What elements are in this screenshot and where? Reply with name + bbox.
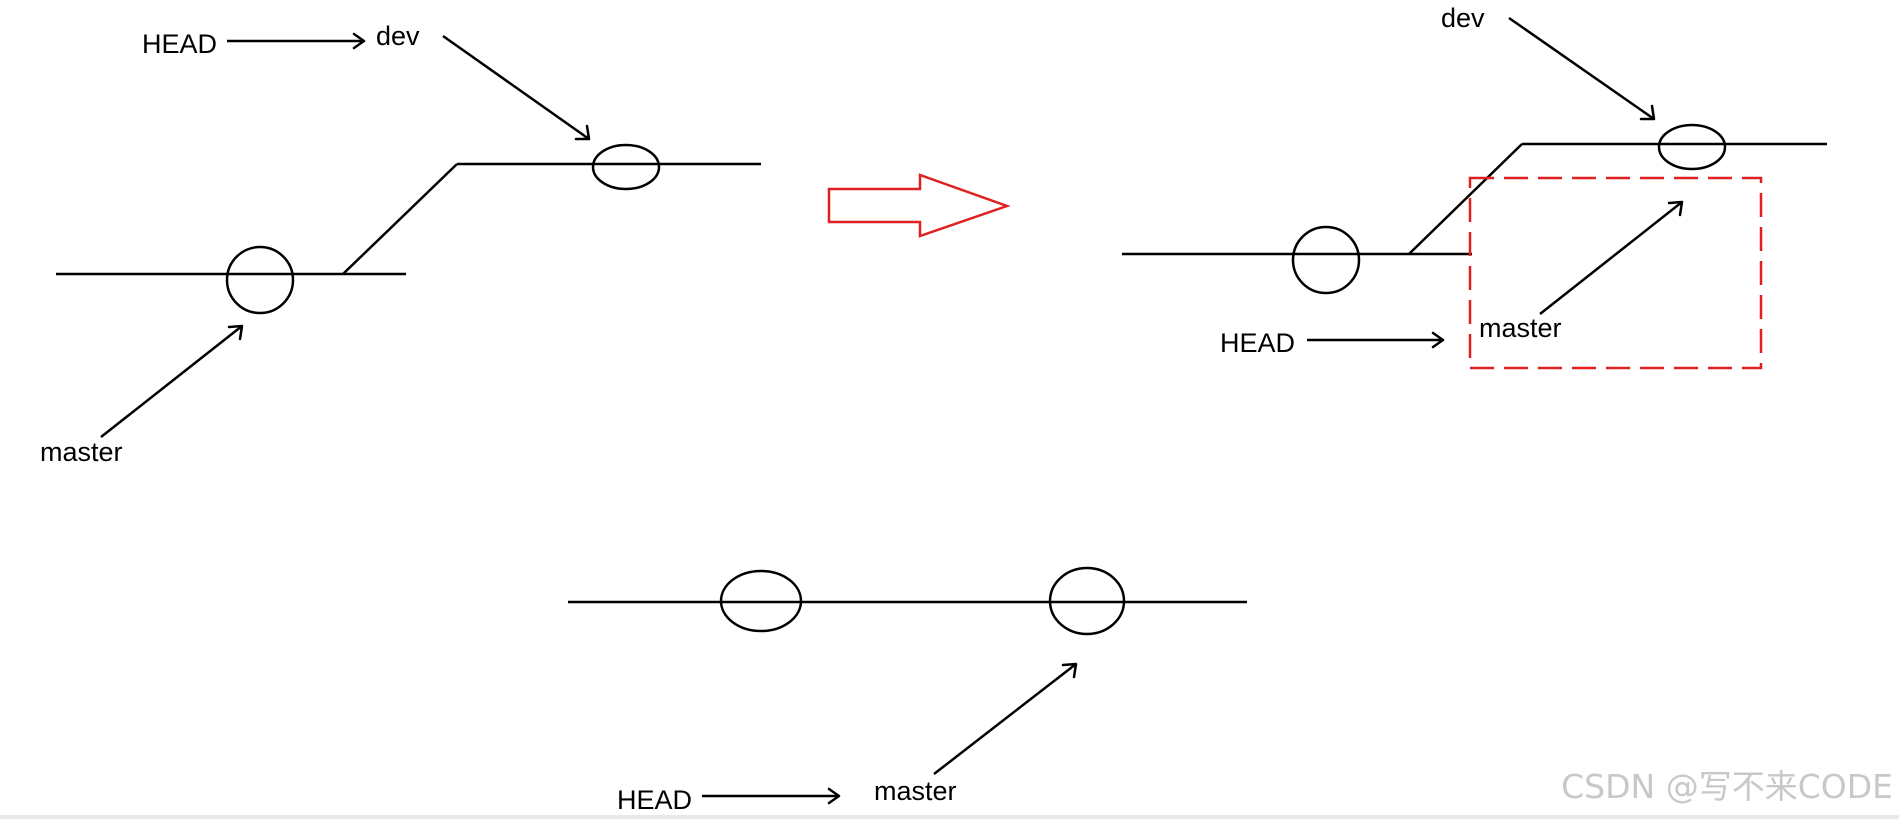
head-arrow-head: [827, 787, 841, 805]
branch-diagonal: [342, 163, 458, 275]
commit-dev: [591, 143, 661, 191]
commit-master: [1291, 225, 1361, 295]
master-label: master: [40, 437, 123, 467]
commit-first: [719, 569, 803, 633]
master-arrow-head: [1667, 200, 1684, 217]
master-label: master: [1479, 313, 1562, 343]
dev-arrow-line: [442, 34, 590, 141]
master-arrow-line: [933, 663, 1077, 775]
dev-arrow-head: [1639, 104, 1656, 121]
head-arrow-head: [1431, 331, 1445, 349]
bottom-edge: [0, 815, 1899, 819]
master-arrow-head: [1061, 662, 1078, 679]
branch-diagonal: [1408, 143, 1523, 255]
highlight-box: [1468, 176, 1763, 370]
master-label: master: [874, 776, 957, 806]
master-arrow-head: [227, 324, 244, 341]
panel-merged: master HEAD: [568, 566, 1247, 815]
panel-before: HEAD dev master: [40, 21, 761, 467]
head-label: HEAD: [617, 785, 692, 815]
transition-arrow: [827, 173, 1011, 238]
head-label: HEAD: [142, 29, 217, 59]
dev-label: dev: [1441, 3, 1485, 33]
watermark: CSDN @写不来CODE: [1561, 767, 1893, 806]
panel-after: dev master HEAD: [1122, 3, 1827, 370]
commit-second: [1048, 566, 1126, 636]
head-arrow-head: [352, 32, 366, 50]
dev-label: dev: [376, 21, 420, 51]
master-arrow-line: [1539, 201, 1683, 315]
dev-arrow-head: [574, 124, 591, 141]
commit-master: [225, 245, 295, 315]
master-arrow-line: [100, 325, 243, 438]
commit-dev: [1657, 123, 1727, 171]
dev-arrow-line: [1508, 16, 1655, 121]
head-label: HEAD: [1220, 328, 1295, 358]
